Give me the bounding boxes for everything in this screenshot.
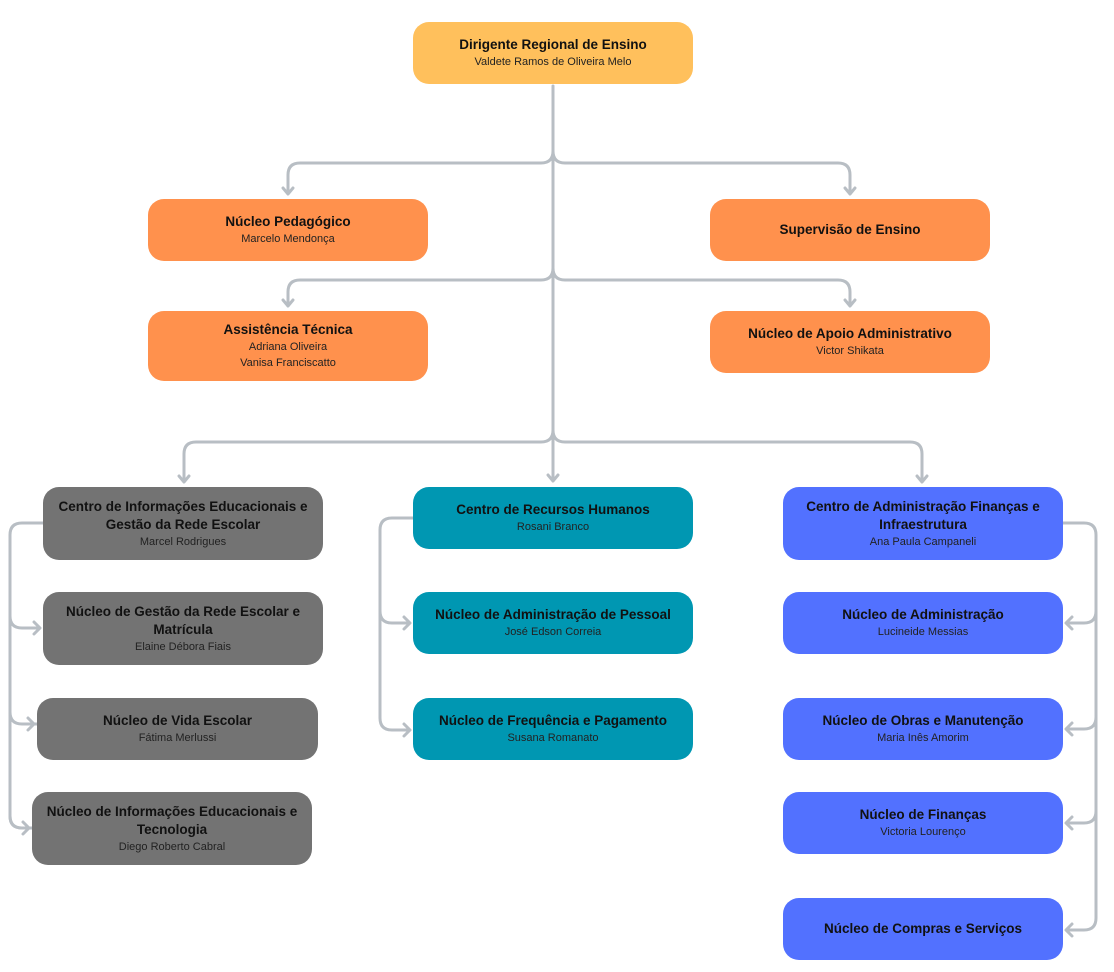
node-financas: Núcleo de Finanças Victoria Lourenço [783,792,1063,854]
arrow-head [281,186,295,196]
node-centro-informacoes: Centro de Informações Educacionais e Ges… [43,487,323,560]
arrow-head [402,722,412,738]
node-person: Adriana Oliveira [248,341,328,353]
node-person: Victoria Lourenço [880,826,966,838]
bracket-arrow-line [378,609,409,625]
node-assistencia-tecnica: Assistência Técnica Adriana Oliveira Van… [148,311,428,381]
node-frequencia-pagamento: Núcleo de Frequência e Pagamento Susana … [413,698,693,760]
node-person: Lucineide Messias [877,626,969,638]
node-person: Susana Romanato [507,732,599,744]
node-title: Centro de Informações Educacionais e Ges… [58,498,308,532]
arrow-head [546,473,560,483]
bracket-arrow-line [1067,715,1098,731]
node-person: José Edson Correia [504,626,602,638]
node-person: Marcelo Mendonça [241,233,335,245]
arrow-head [1064,721,1074,737]
node-person: Marcel Rodrigues [139,535,227,548]
arrow-head [1064,815,1074,831]
bracket-line [1061,521,1098,932]
node-gestao-rede-matricula: Núcleo de Gestão da Rede Escolar e Matrí… [43,592,323,665]
branch-line [286,266,555,307]
arrow-head [843,186,857,196]
node-recursos-humanos: Centro de Recursos Humanos Rosani Branco [413,487,693,549]
node-dirigente: Dirigente Regional de Ensino Valdete Ram… [413,22,693,84]
node-title: Núcleo de Administração de Pessoal [435,607,671,622]
node-supervisao-ensino: Supervisão de Ensino [710,199,990,261]
node-title: Núcleo de Gestão da Rede Escolar e Matrí… [65,603,301,637]
node-person: Fátima Merlussi [138,732,217,744]
arrow-head [915,474,929,484]
bracket-arrow-line [1067,809,1098,825]
arrow-head [1064,922,1074,938]
arrow-head [281,298,295,308]
branch-line [551,428,924,483]
node-title: Núcleo de Vida Escolar [102,713,253,728]
branch-line [551,149,852,195]
node-title: Núcleo Pedagógico [225,214,351,229]
node-person: Valdete Ramos de Oliveira Melo [474,56,632,68]
arrow-head [1064,615,1074,631]
arrow-head [26,716,36,732]
bracket-line [8,521,45,830]
arrow-head [177,474,191,484]
branch-line [182,428,555,483]
node-person: Ana Paula Campaneli [869,535,977,548]
node-title: Núcleo de Apoio Administrativo [748,326,952,341]
node-title: Dirigente Regional de Ensino [459,37,647,52]
node-nucleo-pedagogico: Núcleo Pedagógico Marcelo Mendonça [148,199,428,261]
node-title: Centro de Recursos Humanos [456,502,650,517]
node-person: Elaine Débora Fiais [135,640,231,653]
node-administracao-pessoal: Núcleo de Administração de Pessoal José … [413,592,693,654]
branch-line [551,266,852,307]
arrow-head [402,615,412,631]
node-person: Victor Shikata [816,345,884,357]
node-administracao-financas-infra: Centro de Administração Finanças e Infra… [783,487,1063,560]
node-title: Assistência Técnica [223,322,353,337]
bracket-arrow-line [8,710,39,726]
node-person: Maria Inês Amorim [877,732,969,744]
node-title: Núcleo de Informações Educacionais e Tec… [46,803,298,837]
node-apoio-administrativo: Núcleo de Apoio Administrativo Victor Sh… [710,311,990,373]
node-title: Supervisão de Ensino [779,222,921,237]
node-person: Diego Roberto Cabral [118,840,226,853]
bracket-arrow-line [8,614,39,630]
node-title: Núcleo de Obras e Manutenção [822,713,1024,728]
node-title: Núcleo de Finanças [859,807,987,822]
node-vida-escolar: Núcleo de Vida Escolar Fátima Merlussi [37,698,318,760]
arrow-head [21,820,31,836]
bracket-arrow-line [1067,609,1098,625]
node-compras-servicos: Núcleo de Compras e Serviços [783,898,1063,960]
node-person: Vanisa Franciscatto [240,357,336,369]
node-informacoes-tecnologia: Núcleo de Informações Educacionais e Tec… [32,792,312,865]
node-title: Centro de Administração Finanças e Infra… [806,498,1040,532]
node-title: Núcleo de Administração [842,607,1004,622]
node-obras-manutencao: Núcleo de Obras e Manutenção Maria Inês … [783,698,1063,760]
arrow-head [32,620,42,636]
node-title: Núcleo de Frequência e Pagamento [438,713,668,728]
bracket-arrow-line [8,814,39,830]
node-person: Rosani Branco [516,521,590,533]
node-administracao: Núcleo de Administração Lucineide Messia… [783,592,1063,654]
branch-line [286,149,555,195]
bracket-line [378,516,415,732]
arrow-head [843,298,857,308]
node-title: Núcleo de Compras e Serviços [823,921,1023,936]
